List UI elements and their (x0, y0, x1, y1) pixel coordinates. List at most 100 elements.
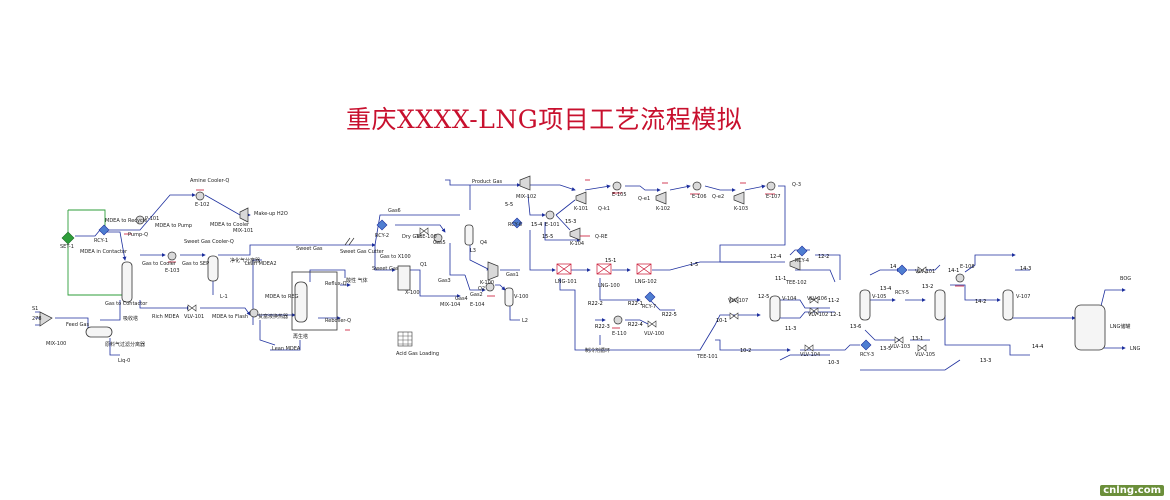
mixer-mix101 (239, 207, 249, 223)
label-rcy-7: RCY-7 (642, 304, 656, 310)
label-k-104: K-104 (570, 241, 584, 247)
label-l3: L3 (470, 248, 476, 254)
compressor-k102 (655, 191, 667, 205)
process-streams (35, 179, 1126, 371)
label-gas2: Gas2 (470, 292, 483, 298)
label-gas4: Gas4 (455, 296, 468, 302)
label-lean-mdea: Lean MDEA (272, 346, 301, 352)
label-v-104: V-104 (782, 296, 796, 302)
rcy-6-icon (511, 217, 523, 229)
label-tee-102: TEE-102 (785, 280, 807, 286)
label-q-3: Q-3 (792, 182, 801, 188)
label-set-1: SET-1 (60, 244, 74, 250)
inlet-sep-vessel (85, 326, 113, 338)
label-l-1: L-1 (220, 294, 228, 300)
label-product-gas: Product Gas (472, 179, 503, 185)
compressor-k103 (733, 191, 745, 205)
label-contactor-cn: 吸收塔 (123, 315, 138, 322)
cooler-e105 (612, 181, 622, 191)
label-n13-5: 13-5 (880, 346, 891, 352)
vlv-105-icon (917, 344, 927, 352)
label-gas-to-cooler: Gas to Cooler (142, 261, 177, 267)
label-reboiler-q: Reboiler-Q (325, 318, 351, 324)
label-regen-cn: 再生塔 (293, 333, 308, 340)
label-lng-100: LNG-100 (598, 283, 620, 289)
label-tee-100: TEE-100 (415, 234, 437, 240)
label-rcy-4: RCY-4 (795, 258, 809, 264)
cooler-e104 (485, 282, 495, 292)
valves (187, 227, 927, 352)
label-n13-3: 13-3 (980, 358, 991, 364)
label-e-108: E-108 (960, 264, 975, 270)
label-k-103: K-103 (734, 206, 748, 212)
cooler-e102 (195, 191, 205, 201)
label-r22-4: R22-4 (628, 322, 643, 328)
label-n14-2: 14-2 (975, 299, 986, 305)
rcy-2-icon (376, 219, 388, 231)
label-n10-2: 10-2 (740, 348, 751, 354)
cold-box-frame (291, 271, 338, 331)
vlv-101-icon (187, 304, 197, 312)
label-v-107: V-107 (1016, 294, 1030, 300)
label-rcy-3: RCY-3 (860, 352, 874, 358)
rotating-equipment (135, 181, 965, 325)
label-k-101: K-101 (574, 206, 588, 212)
label-sep-cn-1: 净化气分离器 (230, 257, 260, 264)
label-rcy-2: RCY-2 (375, 233, 389, 239)
label-e-103: E-103 (165, 268, 180, 274)
label-rich-mdea: Rich MDEA (152, 314, 180, 320)
label-rcy-1: RCY-1 (94, 238, 108, 244)
label-vlv-104: VLV-104 (800, 352, 820, 358)
label-sweet-gas: Sweet Gas (296, 246, 323, 252)
label-n13-2: 13-2 (922, 284, 933, 290)
gas-sep-vessel (207, 255, 219, 282)
vlv-101b-icon (917, 266, 927, 274)
stream-labels: MDEA to Recycle RCY-1 SET-1 MDEA in Cont… (32, 178, 1141, 366)
label-vlv-105: VLV-105 (915, 352, 935, 358)
cutter-icon (344, 237, 355, 246)
label-mdea-to-cooler: MDEA to Cooler (210, 222, 250, 228)
rcy-4-icon (796, 245, 808, 257)
label-lng-102: LNG-102 (635, 279, 657, 285)
label-q-k1: Q-k1 (598, 206, 610, 212)
label-vlv-102: VLV-102 (808, 312, 828, 318)
label-vlv-107: VLV-107 (728, 298, 748, 304)
label-acid-gas-loading: Acid Gas Loading (396, 351, 439, 357)
label-e-105: E-105 (612, 192, 627, 198)
label-n5-5: 5-5 (505, 202, 513, 208)
label-mdea-to-flash: MDEA to Flash (212, 314, 248, 320)
label-sweet-gas-cutter: Sweet Gas Cutter (340, 249, 385, 255)
label-e-102: E-102 (195, 202, 210, 208)
label-lng-out: LNG (1130, 346, 1141, 352)
label-lng-tank-cn: LNG储罐 (1110, 323, 1130, 330)
rcy-5-icon (896, 264, 908, 276)
label-pump-q: Pump-Q (128, 232, 148, 238)
label-vlv-100: VLV-100 (644, 331, 664, 337)
vlv-106-icon (809, 296, 819, 304)
compressor-k101 (575, 191, 587, 205)
compressor-k104 (569, 227, 581, 241)
rcy-7-icon (644, 291, 656, 303)
label-gas-to-x100: Gas to X100 (380, 254, 411, 260)
label-r22-2: R22-2 (588, 301, 603, 307)
vlv-107-icon (729, 296, 739, 304)
recycle-blocks (98, 217, 908, 351)
label-sweet-gas-cooler-q: Sweet Gas Cooler-Q (184, 239, 234, 245)
vlv-100-icon (647, 320, 657, 328)
label-k-100: K-100 (480, 280, 494, 286)
label-rcy-6: RCY-6 (508, 222, 522, 228)
label-amine-cooler-q: Amine Cooler-Q (190, 178, 229, 184)
label-mix-101: MIX-101 (233, 228, 253, 234)
heater-e108 (955, 273, 965, 283)
mixer-mix100 (39, 311, 53, 327)
label-n15-1: 15-1 (605, 258, 616, 264)
label-n13-1: 13-1 (912, 336, 923, 342)
label-n15-5: 15-5 (542, 234, 553, 240)
label-rcy-5: RCY-5 (895, 290, 909, 296)
label-n14-4: 14-4 (1032, 344, 1043, 350)
label-n1-5: 1-5 (690, 262, 698, 268)
exch-e101b (545, 210, 555, 220)
label-n13-4: 13-4 (880, 286, 891, 292)
v-100-vessel (504, 287, 514, 307)
